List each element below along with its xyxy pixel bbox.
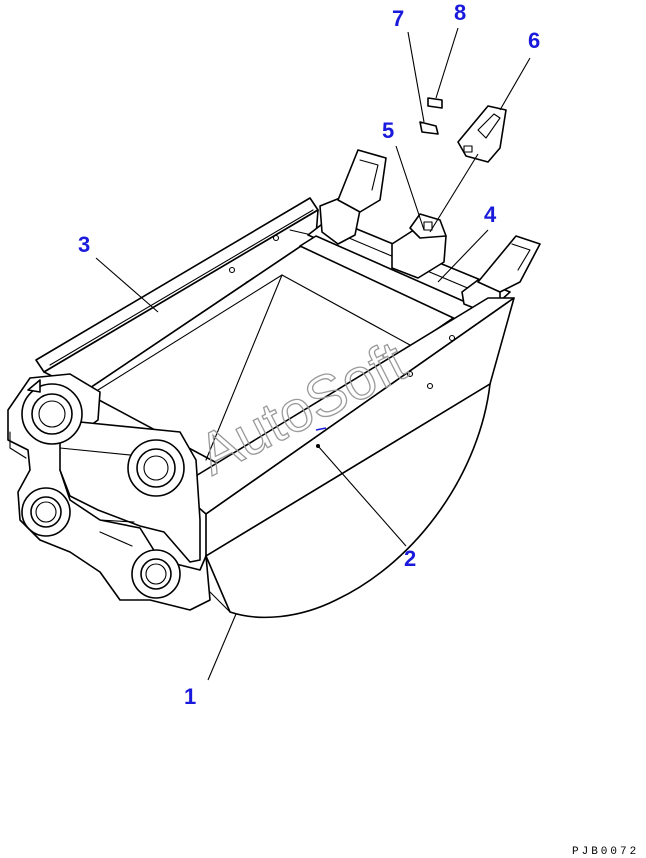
left-side-plate <box>35 197 319 393</box>
callout-5: 5 <box>382 118 394 143</box>
teeth-adapters <box>319 149 541 313</box>
callout-6: 6 <box>528 28 540 53</box>
bracket <box>7 373 211 611</box>
callout-3: 3 <box>78 232 90 257</box>
callout-4: 4 <box>484 202 497 227</box>
tooth-point <box>457 105 507 163</box>
drawing-code: PJB0072 <box>572 846 639 858</box>
callout-7: 7 <box>392 6 404 31</box>
callout-2: 2 <box>404 546 416 571</box>
callout-1: 1 <box>184 684 196 709</box>
callout-8: 8 <box>454 0 466 25</box>
pin-lock <box>419 97 443 135</box>
leader-lines <box>95 27 531 681</box>
